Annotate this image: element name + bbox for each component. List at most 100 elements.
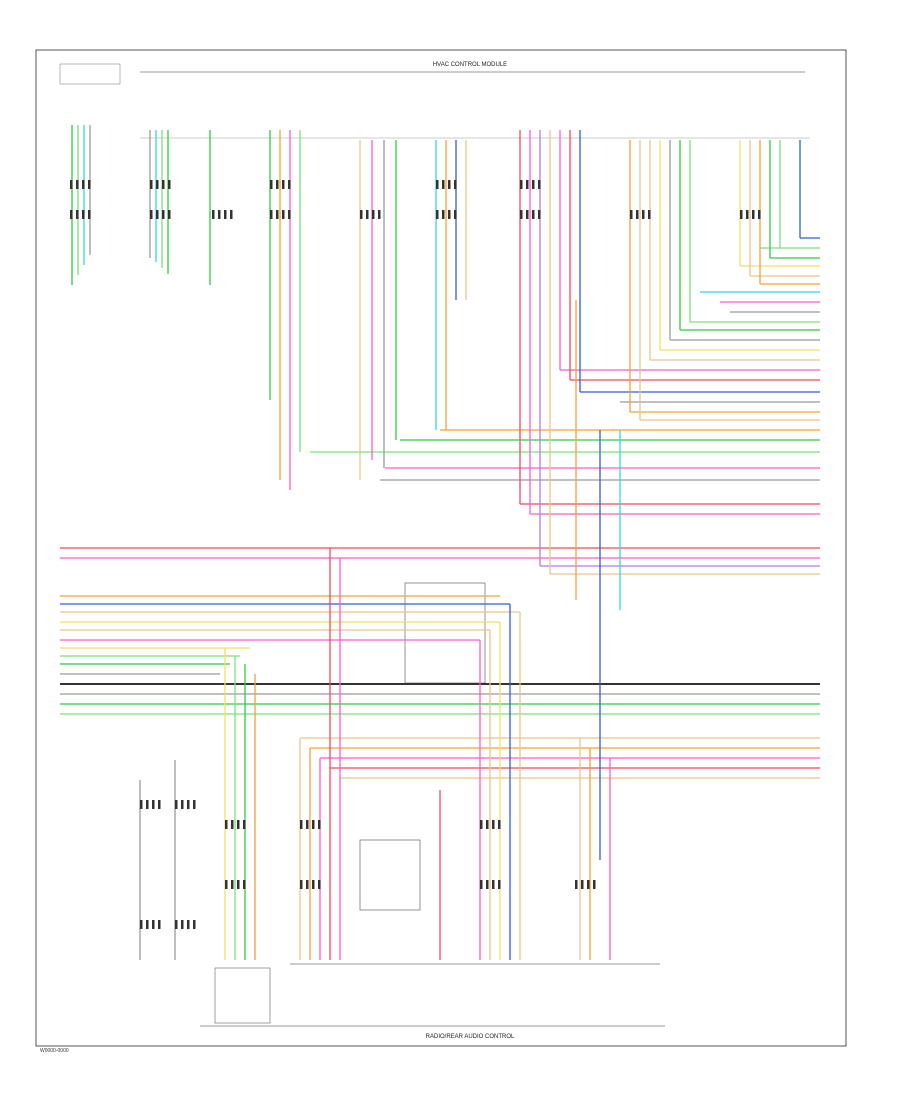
connector-pin (76, 180, 79, 189)
connector-pin (270, 210, 273, 219)
connector-pin (231, 820, 234, 829)
connector-pin (306, 880, 309, 889)
connector-block-3 (150, 210, 171, 219)
connector-pin (480, 880, 483, 889)
connector-pin (442, 180, 445, 189)
connector-pin (593, 880, 596, 889)
connector-pin (575, 880, 578, 889)
connector-block-10 (520, 180, 541, 189)
connector-pin (175, 800, 178, 809)
connector-pin (88, 210, 91, 219)
connector-pin (243, 880, 246, 889)
connector-pin (175, 920, 178, 929)
connector-pin (243, 820, 246, 829)
connector-pin (140, 920, 143, 929)
connector-pin (648, 210, 651, 219)
connector-pin (162, 180, 165, 189)
connector-pin (378, 210, 381, 219)
connector-pin (282, 180, 285, 189)
connector-pin (181, 920, 184, 929)
connector-pin (306, 820, 309, 829)
connector-pin (642, 210, 645, 219)
connector-pin (282, 210, 285, 219)
connector-pin (288, 180, 291, 189)
connector-pin (162, 210, 165, 219)
connector-block-18 (225, 820, 246, 829)
connector-pin (740, 210, 743, 219)
connector-pin (237, 880, 240, 889)
connector-pin (492, 880, 495, 889)
connector-pin (152, 800, 155, 809)
connector-pin (288, 210, 291, 219)
bottom-module-label: RADIO/REAR AUDIO CONTROL (426, 1034, 515, 1040)
connector-pin (152, 920, 155, 929)
connector-pin (312, 820, 315, 829)
connector-pin (442, 210, 445, 219)
connector-pin (82, 210, 85, 219)
connector-pin (168, 180, 171, 189)
connector-pin (76, 210, 79, 219)
connector-block-14 (140, 800, 161, 809)
connector-pin (150, 210, 153, 219)
connector-pin (448, 210, 451, 219)
connector-pin (498, 880, 501, 889)
connector-pin (532, 180, 535, 189)
connector-pin (486, 880, 489, 889)
connector-pin (300, 880, 303, 889)
connector-block-1 (70, 210, 91, 219)
connector-pin (300, 820, 303, 829)
connector-pin (82, 180, 85, 189)
connector-pin (630, 210, 633, 219)
center-module-box (404, 582, 486, 684)
connector-group (70, 180, 761, 929)
connector-pin (636, 210, 639, 219)
connector-pin (146, 800, 149, 809)
connector-pin (218, 210, 221, 219)
connector-pin (230, 210, 233, 219)
connector-pin (532, 210, 535, 219)
connector-pin (225, 880, 228, 889)
connector-pin (538, 180, 541, 189)
connector-block-4 (212, 210, 233, 219)
connector-block-6 (270, 210, 291, 219)
connector-pin (70, 210, 73, 219)
connector-pin (436, 180, 439, 189)
connector-block-20 (300, 820, 321, 829)
connector-block-17 (175, 920, 196, 929)
connector-pin (436, 210, 439, 219)
connector-pin (454, 210, 457, 219)
connector-pin (318, 880, 321, 889)
connector-pin (498, 820, 501, 829)
connector-pin (193, 800, 196, 809)
connector-pin (156, 180, 159, 189)
connector-pin (158, 800, 161, 809)
connector-pin (224, 210, 227, 219)
connector-pin (454, 180, 457, 189)
connector-pin (276, 210, 279, 219)
connector-block-21 (300, 880, 321, 889)
connector-pin (150, 180, 153, 189)
center-lower-module-box (359, 839, 421, 911)
wire-group (60, 125, 820, 960)
connector-pin (187, 920, 190, 929)
connector-block-8 (436, 180, 457, 189)
connector-pin (193, 920, 196, 929)
connector-pin (526, 180, 529, 189)
connector-pin (237, 820, 240, 829)
connector-pin (276, 180, 279, 189)
connector-pin (270, 180, 273, 189)
connector-block-0 (70, 180, 91, 189)
connector-block-11 (520, 210, 541, 219)
connector-pin (156, 210, 159, 219)
connector-pin (70, 180, 73, 189)
figure-id: W0000-0000 (40, 1048, 69, 1054)
connector-block-13 (740, 210, 761, 219)
lower-left-module-box (214, 967, 271, 1024)
top-module-label: HVAC CONTROL MODULE (433, 62, 507, 68)
connector-pin (318, 820, 321, 829)
connector-pin (752, 210, 755, 219)
connector-pin (526, 210, 529, 219)
connector-pin (181, 800, 184, 809)
connector-pin (168, 210, 171, 219)
